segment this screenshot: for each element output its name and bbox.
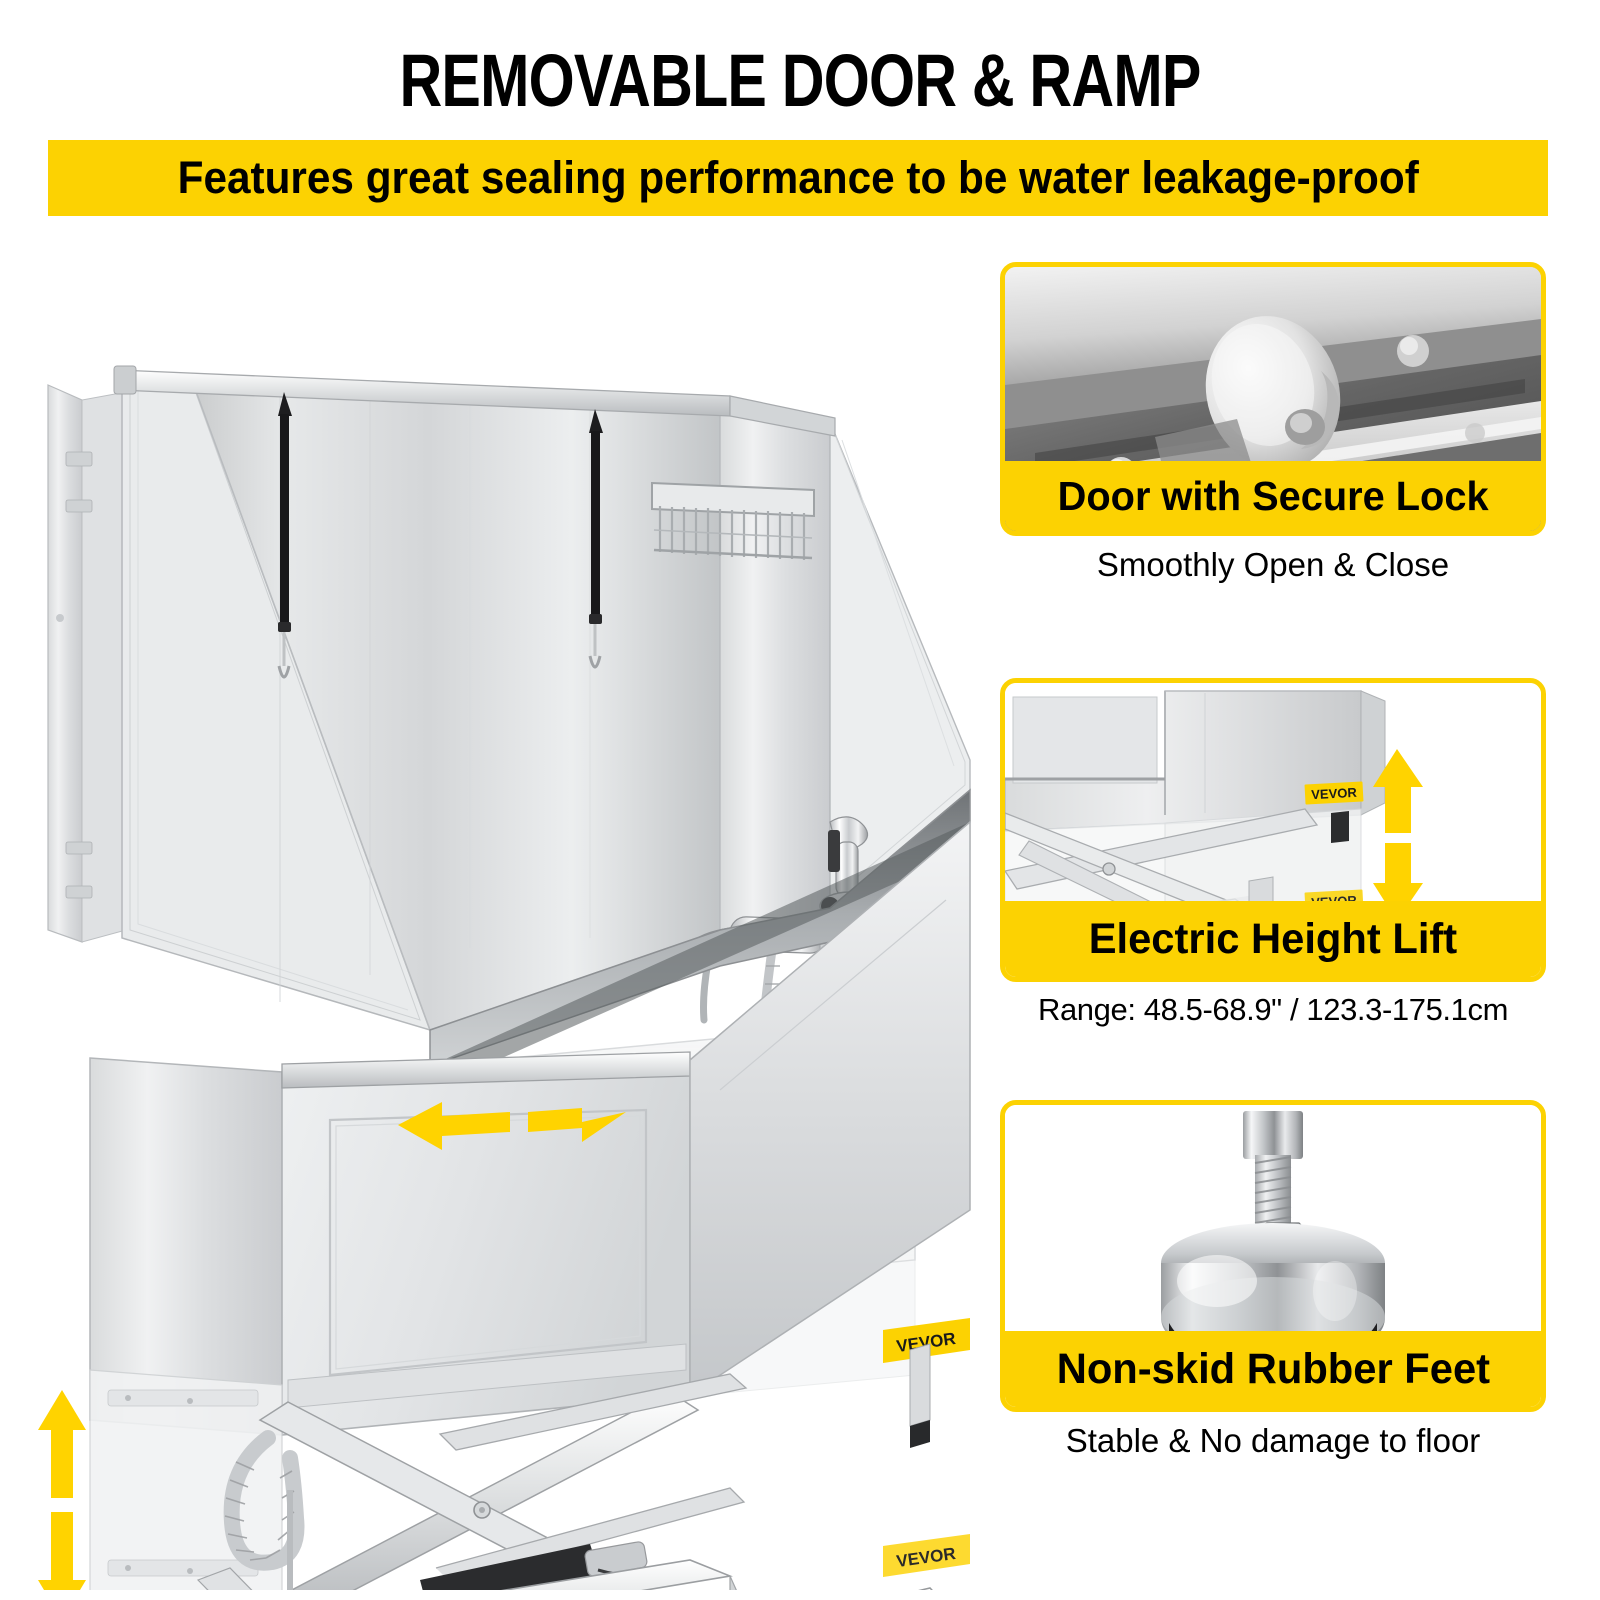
top-rail xyxy=(113,365,836,437)
feature-label-band: Electric Height Lift xyxy=(1005,901,1541,977)
scissor-lift-frame xyxy=(258,1373,748,1590)
feature-label-text: Door with Secure Lock xyxy=(1057,472,1489,519)
subtitle-text: Features great sealing performance to be… xyxy=(177,152,1419,203)
feature-card-rubber-feet: Non-skid Rubber Feet Stable & No damage … xyxy=(1000,1100,1546,1460)
product-hero-image: VEVOR xyxy=(30,330,980,1590)
feature-caption: Stable & No damage to floor xyxy=(1065,1422,1481,1459)
foot-pedal-control xyxy=(918,1587,933,1590)
removable-door-open-panel xyxy=(47,384,127,943)
height-lift-arrow xyxy=(38,1390,86,1590)
tub-right-side-panel xyxy=(689,820,971,1397)
drain-hose xyxy=(223,1430,305,1590)
subtitle-banner: Features great sealing performance to be… xyxy=(48,140,1548,216)
feature-caption: Range: 48.5-68.9" / 123.3-175.1cm xyxy=(1037,992,1508,1027)
leash-strap-left xyxy=(277,392,292,679)
feature-label-text: Non-skid Rubber Feet xyxy=(1056,1344,1490,1393)
feature-caption: Smoothly Open & Close xyxy=(1096,546,1450,583)
door-slide-arrow xyxy=(398,1102,626,1150)
backsplash-right-wall xyxy=(719,399,831,931)
leash-strap-right xyxy=(588,409,603,669)
base-frame xyxy=(500,1559,737,1590)
page-title: REMOVABLE DOOR & RAMP xyxy=(399,39,1201,122)
lift-motor xyxy=(420,1541,657,1590)
removable-sliding-door xyxy=(281,1051,691,1436)
feature-card-frame: VEVOR VEVOR Electric Height Lift xyxy=(1000,678,1546,982)
vevor-badge-lower: VEVOR xyxy=(883,1534,970,1577)
feature-card-height-lift: VEVOR VEVOR Electric Height Lift Range: … xyxy=(1000,678,1546,1028)
feature-card-door-lock: Door with Secure Lock Smoothly Open & Cl… xyxy=(1000,262,1546,584)
base-cross-brace xyxy=(196,1567,253,1590)
rear-support-post xyxy=(909,1343,931,1448)
feature-label-band: Non-skid Rubber Feet xyxy=(1005,1331,1541,1407)
wire-basket xyxy=(651,481,815,560)
feature-label-band: Door with Secure Lock xyxy=(1005,461,1541,531)
svg-text:VEVOR: VEVOR xyxy=(1311,785,1358,802)
feature-label-text: Electric Height Lift xyxy=(1088,914,1458,963)
feature-card-frame: Door with Secure Lock xyxy=(1000,262,1546,536)
feature-card-frame: Non-skid Rubber Feet xyxy=(1000,1100,1546,1412)
